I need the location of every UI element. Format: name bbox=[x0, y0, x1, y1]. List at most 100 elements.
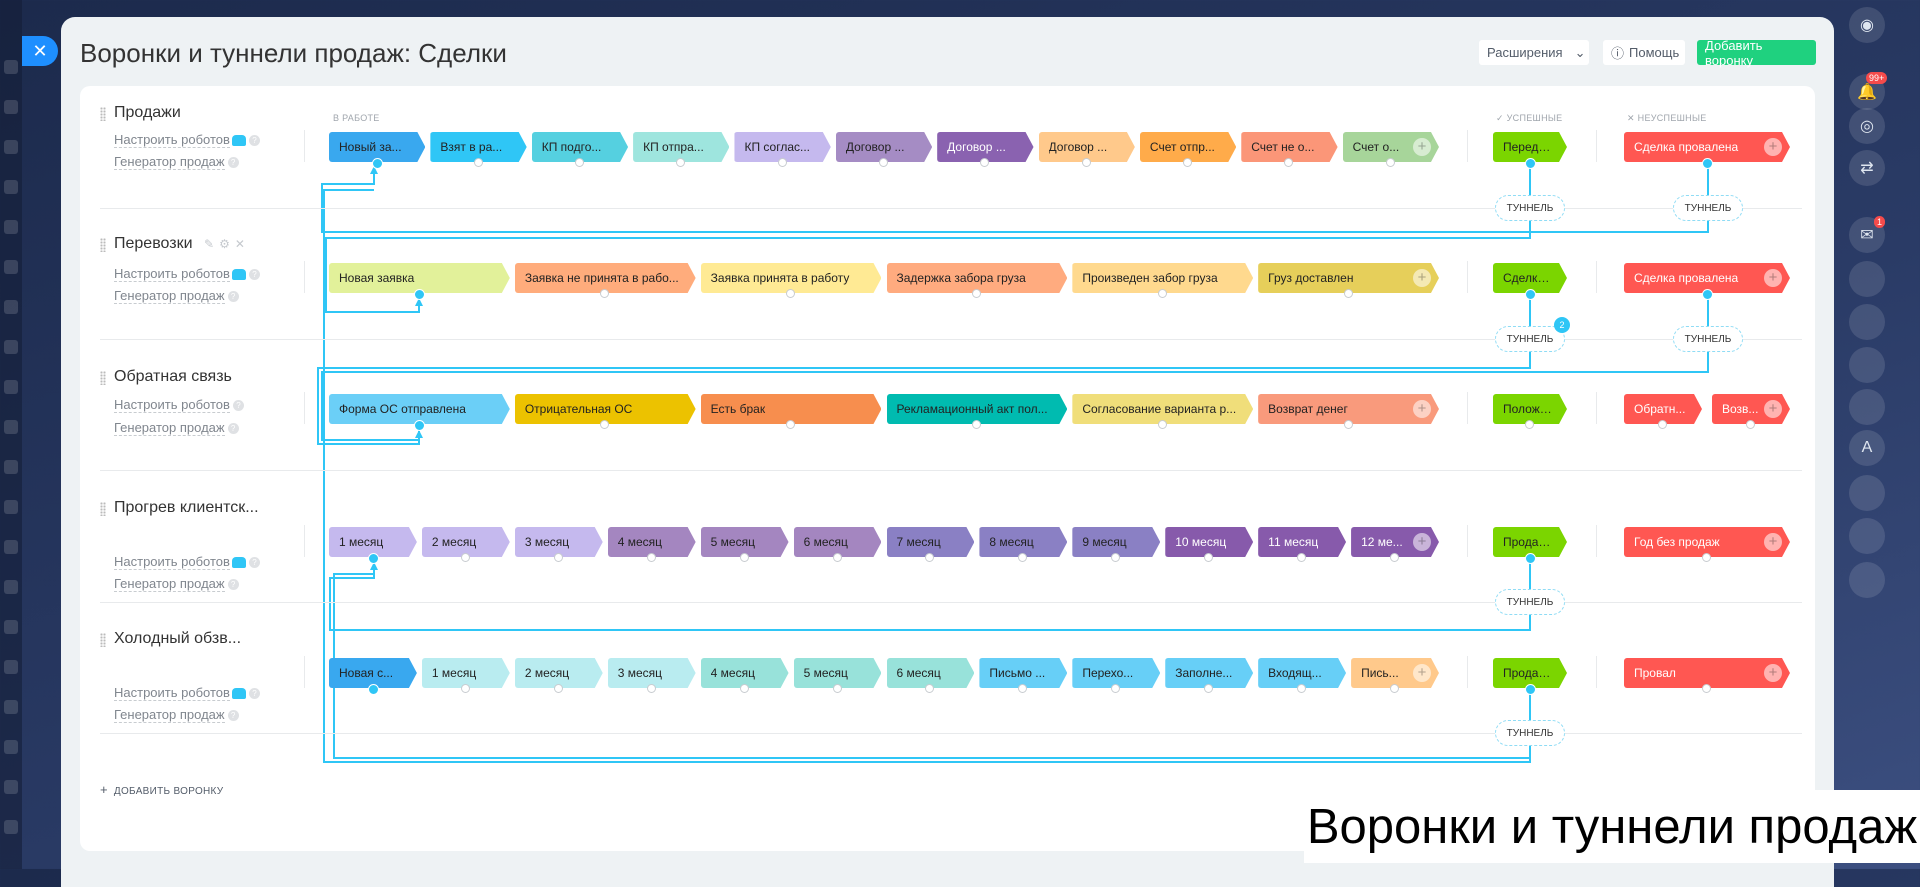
stage[interactable]: Форма ОС отправлена bbox=[329, 394, 510, 424]
connector-dot[interactable] bbox=[676, 158, 686, 167]
stage[interactable]: Счет не о... bbox=[1241, 132, 1337, 162]
connector-dot[interactable] bbox=[553, 684, 563, 693]
sales-generator-link[interactable]: Генератор продаж bbox=[114, 707, 225, 723]
stage[interactable]: Передан... bbox=[1493, 132, 1567, 162]
connector-dot[interactable] bbox=[1525, 420, 1534, 429]
stage[interactable]: 6 месяц bbox=[887, 658, 975, 688]
menu-icon[interactable] bbox=[4, 740, 18, 754]
connector-dot[interactable] bbox=[646, 684, 656, 693]
delete-icon[interactable]: ✕ bbox=[234, 237, 250, 251]
menu-icon[interactable] bbox=[4, 380, 18, 394]
menu-icon[interactable] bbox=[4, 780, 18, 794]
add-stage-button[interactable]: + bbox=[1764, 664, 1782, 682]
help-icon[interactable]: ? bbox=[227, 579, 239, 591]
menu-icon[interactable] bbox=[4, 300, 18, 314]
stage[interactable]: 4 месяц bbox=[608, 527, 696, 557]
connector-dot[interactable] bbox=[1183, 158, 1193, 167]
connector-dot[interactable] bbox=[971, 420, 981, 429]
connector-dot[interactable] bbox=[739, 684, 749, 693]
sales-generator-link[interactable]: Генератор продаж bbox=[114, 288, 225, 304]
stage[interactable]: 1 месяц bbox=[422, 658, 510, 688]
funnel-title[interactable]: Прогрев клиентск... bbox=[114, 499, 259, 516]
stage[interactable]: 3 месяц bbox=[515, 527, 603, 557]
help-icon[interactable]: ? bbox=[248, 688, 260, 700]
connector-dot[interactable] bbox=[832, 553, 842, 562]
configure-robots-link[interactable]: Настроить роботов bbox=[114, 554, 230, 570]
stage[interactable]: 9 месяц bbox=[1072, 527, 1160, 557]
stage[interactable]: Перехо... bbox=[1072, 658, 1160, 688]
connector-dot[interactable] bbox=[1343, 420, 1353, 429]
configure-robots-link[interactable]: Настроить роботов bbox=[114, 266, 230, 282]
stage[interactable]: 3 месяц bbox=[608, 658, 696, 688]
sales-generator-link[interactable]: Генератор продаж bbox=[114, 420, 225, 436]
avatar[interactable] bbox=[1849, 261, 1885, 297]
gear-icon[interactable]: ⚙ bbox=[219, 237, 235, 251]
stage[interactable]: Договор ... bbox=[1039, 132, 1135, 162]
configure-robots-link[interactable]: Настроить роботов bbox=[114, 132, 230, 148]
fingerprint-icon[interactable]: ◎ bbox=[1849, 108, 1885, 144]
add-stage-button[interactable]: + bbox=[1764, 269, 1782, 287]
help-icon[interactable]: ? bbox=[248, 269, 260, 281]
menu-icon[interactable] bbox=[4, 700, 18, 714]
sales-generator-link[interactable]: Генератор продаж bbox=[114, 154, 225, 170]
edit-icon[interactable]: ✎ bbox=[204, 237, 220, 251]
stage[interactable]: Заявка принята в работу bbox=[701, 263, 882, 293]
avatar[interactable]: ◉ bbox=[1849, 7, 1885, 43]
add-stage-button[interactable]: + bbox=[1764, 400, 1782, 418]
stage[interactable]: Сделка ... bbox=[1493, 263, 1567, 293]
menu-icon[interactable] bbox=[4, 460, 18, 474]
connector-dot[interactable] bbox=[879, 158, 888, 167]
stage[interactable]: Произведен забор груза bbox=[1072, 263, 1253, 293]
add-stage-button[interactable]: + bbox=[1413, 138, 1431, 156]
menu-icon[interactable] bbox=[4, 660, 18, 674]
help-icon[interactable]: ? bbox=[232, 400, 244, 412]
add-stage-button[interactable]: + bbox=[1764, 533, 1782, 551]
menu-icon[interactable] bbox=[4, 100, 18, 114]
tunnel-button[interactable]: ТУННЕЛЬ bbox=[1673, 195, 1743, 221]
connector-dot[interactable] bbox=[1658, 420, 1667, 429]
stage[interactable]: Договор ... bbox=[836, 132, 932, 162]
avatar[interactable]: A bbox=[1849, 430, 1885, 466]
tunnel-button[interactable]: ТУННЕЛЬ bbox=[1673, 326, 1743, 352]
connector-dot[interactable] bbox=[1390, 684, 1400, 693]
stage[interactable]: 2 месяц bbox=[515, 658, 603, 688]
connector-dot[interactable] bbox=[1204, 553, 1214, 562]
connector-dot[interactable] bbox=[1018, 553, 1028, 562]
add-funnel-button[interactable]: Добавить воронку bbox=[1697, 38, 1816, 68]
add-stage-button[interactable]: + bbox=[1413, 400, 1431, 418]
avatar[interactable] bbox=[1849, 475, 1885, 511]
connector-dot[interactable] bbox=[473, 158, 483, 167]
sales-generator-link[interactable]: Генератор продаж bbox=[114, 576, 225, 592]
connector-dot[interactable] bbox=[1204, 684, 1214, 693]
drag-handle-icon[interactable] bbox=[100, 371, 106, 385]
avatar[interactable] bbox=[1849, 347, 1885, 383]
configure-robots-link[interactable]: Настроить роботов bbox=[114, 397, 230, 413]
tunnel-button[interactable]: ТУННЕЛЬ bbox=[1495, 195, 1565, 221]
connector-dot[interactable] bbox=[786, 289, 796, 298]
stage[interactable]: Счет отпр... bbox=[1140, 132, 1236, 162]
connector-dot[interactable] bbox=[971, 289, 981, 298]
connector-dot[interactable] bbox=[980, 158, 990, 167]
stage[interactable]: КП соглас... bbox=[734, 132, 830, 162]
stage[interactable]: Обратн... bbox=[1624, 394, 1702, 424]
menu-icon[interactable] bbox=[4, 620, 18, 634]
help-icon[interactable]: ? bbox=[227, 157, 239, 169]
stage[interactable]: 5 месяц bbox=[701, 527, 789, 557]
funnel-title[interactable]: Перевозки bbox=[114, 235, 193, 252]
stage[interactable]: Рекламационный акт пол... bbox=[887, 394, 1068, 424]
connector-dot[interactable] bbox=[1157, 289, 1167, 298]
add-stage-button[interactable]: + bbox=[1764, 138, 1782, 156]
add-stage-button[interactable]: + bbox=[1413, 533, 1431, 551]
connector-dot[interactable] bbox=[1081, 158, 1091, 167]
help-icon[interactable]: ? bbox=[248, 557, 260, 569]
connector-dot[interactable] bbox=[1746, 420, 1755, 429]
connector-dot[interactable] bbox=[367, 553, 379, 564]
add-funnel-link[interactable]: +ДОБАВИТЬ ВОРОНКУ bbox=[100, 782, 223, 797]
menu-icon[interactable] bbox=[4, 420, 18, 434]
stage[interactable]: Положи... bbox=[1493, 394, 1567, 424]
menu-icon[interactable] bbox=[4, 580, 18, 594]
close-button[interactable]: ✕ bbox=[22, 36, 58, 66]
menu-icon[interactable] bbox=[4, 180, 18, 194]
connector-dot[interactable] bbox=[1111, 684, 1121, 693]
stage[interactable]: 4 месяц bbox=[701, 658, 789, 688]
